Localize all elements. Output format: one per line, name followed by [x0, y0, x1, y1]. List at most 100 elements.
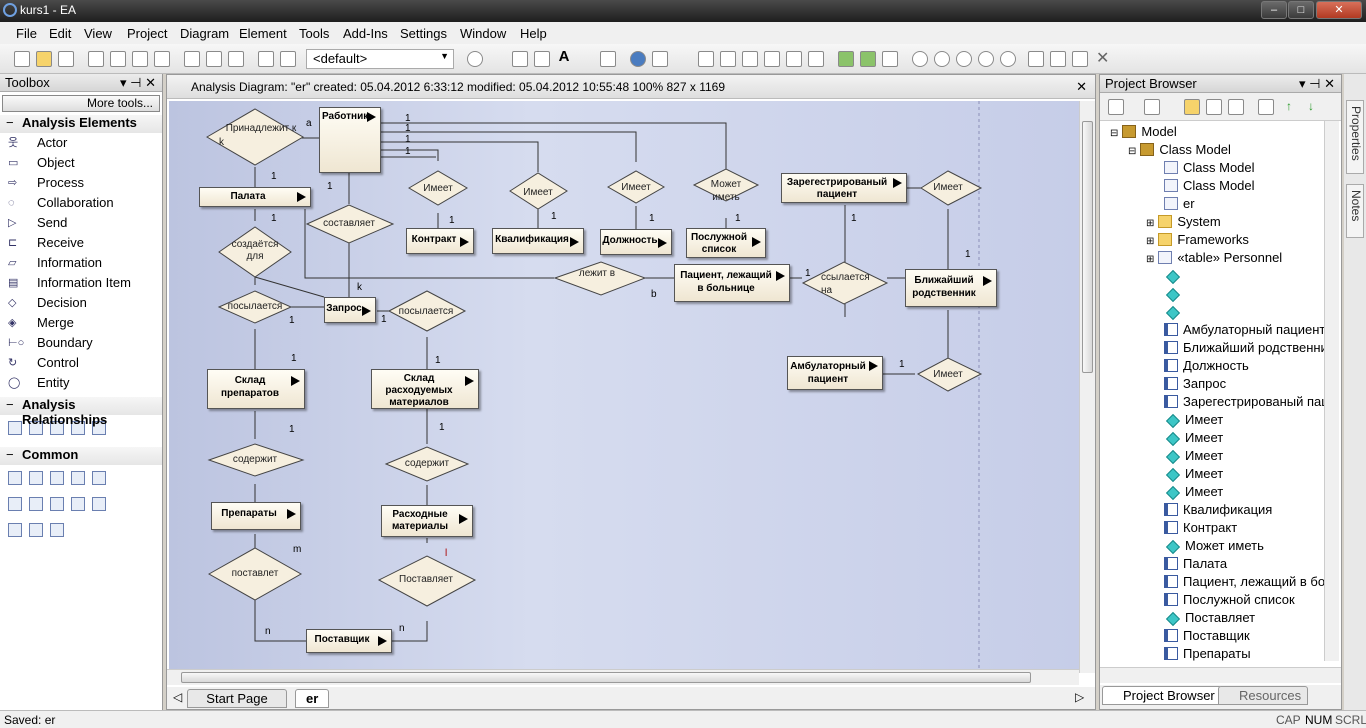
close-icon[interactable]: ✕ [1076, 79, 1087, 94]
link-icon[interactable] [92, 497, 106, 511]
tree-class-model-package[interactable]: ⊟Class Model [1128, 141, 1231, 159]
tab-project-browser[interactable]: Project Browser [1102, 686, 1222, 705]
layout-icon[interactable] [1028, 51, 1044, 67]
document-icon[interactable] [29, 471, 43, 485]
entity-kvalifikaciya[interactable]: Квалификация [492, 228, 584, 254]
target-icon[interactable] [467, 51, 483, 67]
toolbox-merge[interactable]: ◈Merge [0, 313, 162, 333]
minimize-button[interactable]: – [1261, 1, 1287, 19]
maximize-button[interactable]: □ [1288, 1, 1314, 19]
artifact-icon[interactable] [50, 471, 64, 485]
tree-item[interactable]: Имеет [1165, 411, 1223, 429]
entity-posluzhnoy-spisok[interactable]: Послужной список [686, 228, 766, 258]
delete-icon[interactable]: ✕ [1096, 50, 1110, 67]
tree-class-model-diagram-1[interactable]: Class Model [1164, 159, 1255, 177]
tab-start-page[interactable]: Start Page [187, 689, 287, 708]
toolbox-receive[interactable]: ⊏Receive [0, 233, 162, 253]
entity-sklad-preparatov[interactable]: Склад препаратов [207, 369, 305, 409]
toolbox-collaboration[interactable]: ◌Collaboration [0, 193, 162, 213]
toolbox-information[interactable]: ▱Information [0, 253, 162, 273]
menu-help[interactable]: Help [520, 26, 547, 41]
menu-settings[interactable]: Settings [400, 26, 447, 41]
entity-ambulatorny-pacient[interactable]: Амбулаторный пациент [787, 356, 883, 390]
entity-pacient-v-bolnice[interactable]: Пациент, лежащий в больнице [674, 264, 790, 302]
print-icon[interactable] [228, 51, 244, 67]
tree-item[interactable]: Запрос [1164, 375, 1226, 393]
trace-icon[interactable] [71, 497, 85, 511]
same-width-icon[interactable] [786, 51, 802, 67]
diagram-canvas[interactable]: Работник Палата Запрос Контракт Квалифик… [169, 101, 1079, 669]
open-icon[interactable] [36, 51, 52, 67]
tree-er[interactable]: er [1164, 195, 1195, 213]
scroll-thumb[interactable] [1082, 121, 1093, 373]
menu-add-ins[interactable]: Add-Ins [343, 26, 388, 41]
list-icon[interactable] [1228, 99, 1244, 115]
toolbox-decision[interactable]: ◇Decision [0, 293, 162, 313]
back-icon[interactable] [838, 51, 854, 67]
collapse-icon[interactable]: ⊟ [1110, 128, 1119, 139]
tree-item[interactable]: Палата [1164, 555, 1227, 573]
align-bottom-icon[interactable] [764, 51, 780, 67]
save-icon[interactable] [58, 51, 74, 67]
note-icon[interactable] [534, 51, 550, 67]
new-package-icon[interactable] [1184, 99, 1200, 115]
tab-properties[interactable]: Properties [1346, 100, 1364, 174]
expand-icon[interactable]: ⊞ [1146, 218, 1155, 229]
zoom-100-icon[interactable] [978, 51, 994, 67]
new-diagram-icon[interactable] [1144, 99, 1160, 115]
section-analysis-elements[interactable]: Analysis Elements [0, 115, 162, 133]
entity-postavshik[interactable]: Поставщик [306, 629, 392, 653]
toolbox-information-item[interactable]: ▤Information Item [0, 273, 162, 293]
zoom-out-icon[interactable] [934, 51, 950, 67]
hyperlink-icon[interactable] [92, 471, 106, 485]
text-icon[interactable]: A [558, 48, 570, 65]
menu-window[interactable]: Window [460, 26, 507, 41]
close-icon[interactable]: ▾ ⊣ ✕ [120, 75, 156, 90]
collapse-icon[interactable]: ⊟ [1128, 146, 1137, 157]
connector-icon[interactable] [652, 51, 668, 67]
pin-icon[interactable] [1072, 51, 1088, 67]
same-height-icon[interactable] [808, 51, 824, 67]
perspective-select[interactable]: <default>▼ [306, 49, 454, 69]
menu-edit[interactable]: Edit [49, 26, 72, 41]
list-icon[interactable] [258, 51, 274, 67]
tab-resources[interactable]: Resources [1218, 686, 1309, 705]
expand-icon[interactable]: ⊞ [1146, 236, 1155, 247]
more-tools-button[interactable]: More tools... [2, 95, 160, 112]
toolbox-object[interactable]: ▭Object [0, 153, 162, 173]
tree-item[interactable]: Поставщик [1164, 627, 1250, 645]
tree-item[interactable]: Может иметь [1165, 537, 1264, 555]
issue-icon[interactable] [8, 497, 22, 511]
zoom-in-icon[interactable] [912, 51, 928, 67]
note-icon[interactable] [8, 471, 22, 485]
package-icon[interactable] [29, 497, 43, 511]
tree-item[interactable]: Пациент, лежащий в бол [1164, 573, 1332, 591]
entity-rabotnik[interactable]: Работник [319, 107, 381, 173]
tree-item[interactable]: Имеет [1165, 483, 1223, 501]
close-button[interactable]: ✕ [1316, 1, 1362, 19]
undo-icon[interactable] [132, 51, 148, 67]
globe-icon[interactable] [630, 51, 646, 67]
tree-item[interactable]: Имеет [1165, 447, 1223, 465]
tree-item[interactable]: Ближайший родственни [1164, 339, 1328, 357]
menu-diagram[interactable]: Diagram [180, 26, 230, 41]
entity-dolzhnost[interactable]: Должность [600, 229, 672, 255]
validate-icon[interactable] [1050, 51, 1066, 67]
home-icon[interactable] [882, 51, 898, 67]
redo-icon[interactable] [154, 51, 170, 67]
tree-decision-2[interactable] [1165, 285, 1185, 303]
toolbox-send[interactable]: ▷Send [0, 213, 162, 233]
tree-table-personnel[interactable]: ⊞«table» Personnel [1146, 249, 1282, 267]
diagram-icon[interactable] [512, 51, 528, 67]
constraint-icon[interactable] [8, 523, 22, 537]
properties-icon[interactable] [600, 51, 616, 67]
tree-horizontal-scrollbar[interactable] [1100, 667, 1341, 683]
new-element-icon[interactable] [1108, 99, 1124, 115]
text-icon[interactable] [71, 471, 85, 485]
tree-item[interactable]: Квалификация [1164, 501, 1272, 519]
align-left-icon[interactable] [698, 51, 714, 67]
find-icon[interactable] [280, 51, 296, 67]
new-icon[interactable] [14, 51, 30, 67]
tree-item[interactable]: Должность [1164, 357, 1249, 375]
association-icon[interactable] [8, 421, 22, 435]
